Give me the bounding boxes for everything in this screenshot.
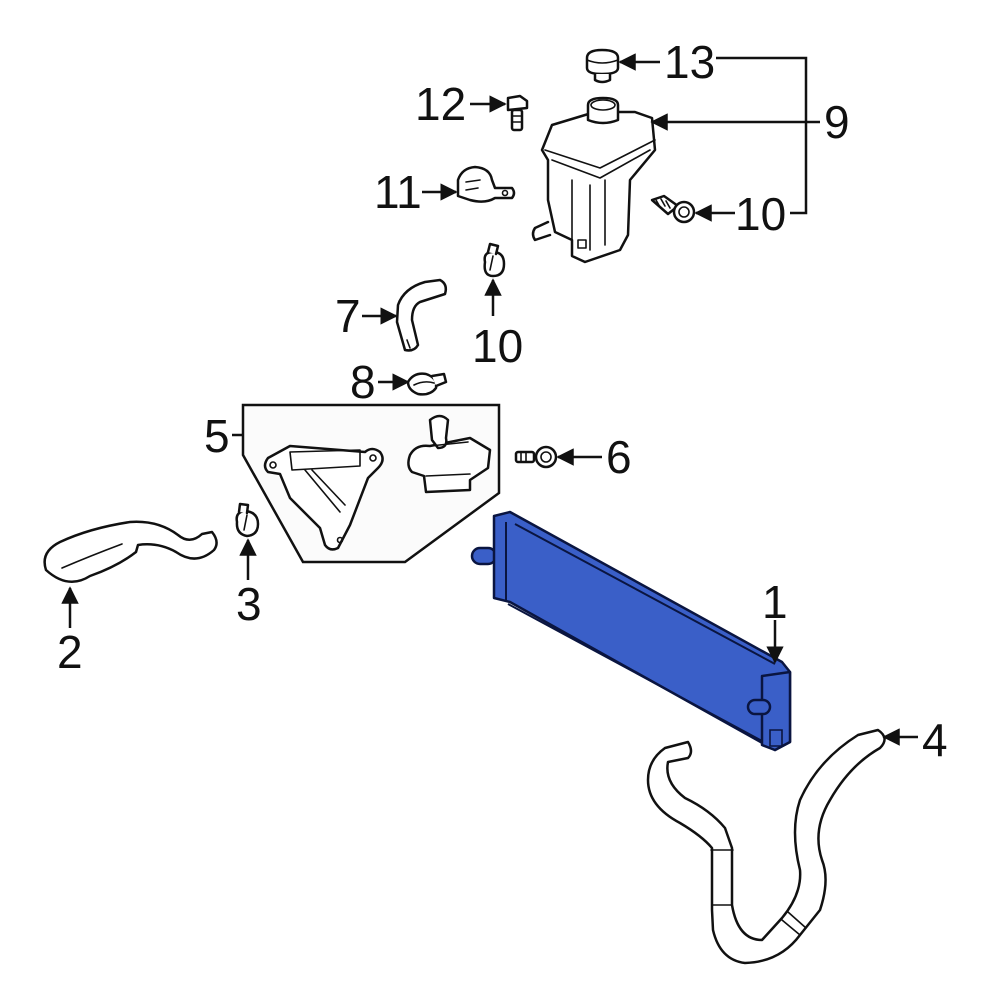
bolt-10-part[interactable] [650,194,696,224]
callout-2[interactable]: 2 [57,626,83,678]
outlet-hose-part[interactable] [646,728,886,965]
callout-1[interactable]: 1 [762,576,788,628]
callout-9[interactable]: 9 [824,96,850,148]
pump-bracket-kit-box[interactable] [241,403,501,564]
reservoir-cap-part[interactable] [585,48,620,84]
callout-6[interactable]: 6 [606,431,632,483]
callout-8[interactable]: 8 [350,356,376,408]
callout-12[interactable]: 12 [415,78,466,130]
callout-3[interactable]: 3 [236,578,262,630]
clamp-8-part[interactable] [406,372,448,396]
inverter-cooler-part[interactable] [470,510,792,752]
callout-11[interactable]: 11 [374,166,422,218]
callout-10-bolt[interactable]: 10 [735,188,786,240]
callout-5[interactable]: 5 [204,410,230,462]
bolt-6-part[interactable] [514,445,558,469]
callout-4[interactable]: 4 [922,714,948,766]
callout-labels: 13 12 9 11 10 7 10 8 5 6 3 1 2 4 [57,36,948,766]
inlet-hose-part[interactable] [43,520,218,583]
leader-lines [61,53,918,746]
reservoir-tank-part[interactable] [531,96,657,264]
bolt-12-part[interactable] [506,94,529,132]
callout-10-clamp[interactable]: 10 [472,320,523,372]
clamp-3-part[interactable] [235,502,260,538]
callout-13[interactable]: 13 [664,36,715,88]
clamp-10-part[interactable] [483,242,506,278]
callout-7[interactable]: 7 [335,290,361,342]
reservoir-bracket-part[interactable] [456,165,516,203]
elbow-hose-part[interactable] [395,278,448,352]
